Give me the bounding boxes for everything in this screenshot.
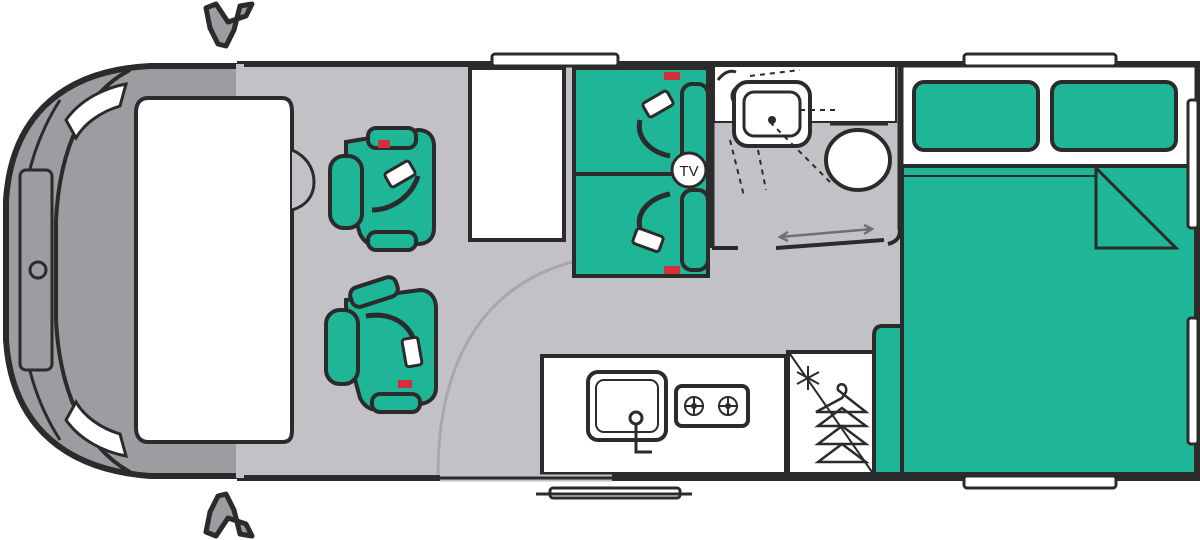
steering-bump [291,148,316,212]
pillow-right [1050,80,1178,152]
sliding-door-track [775,238,885,250]
cab-seat-driver [328,126,436,252]
entry-step [536,486,692,500]
headlight-bottom [64,398,129,458]
door-swing-arc [436,260,573,475]
tv-label: TV [679,163,698,180]
dinette-table [468,66,566,242]
washroom [713,65,897,197]
folded-corner [1094,164,1180,250]
mirror-top [203,1,255,49]
window-rear-bottom [1186,316,1200,446]
kitchen-unit [540,354,788,476]
snowflake-icon [796,366,820,390]
toilet [824,128,892,192]
cab-seat-passenger [324,275,438,414]
clothes-hanger-icon [814,383,870,464]
badge [28,260,48,280]
mattress [900,164,1198,476]
rear-bed [872,64,1198,476]
window-top-dinette [490,52,620,68]
windscreen [134,96,294,444]
window-top-bedroom [962,52,1118,68]
window-rear-top [1186,98,1200,230]
pillow-left [912,80,1040,152]
window-bottom-bedroom [962,474,1118,490]
mirror-bottom [203,491,255,539]
fridge-wardrobe [786,350,876,476]
tv-icon: TV [670,151,708,189]
double-arrow-icon [777,223,875,243]
bed-step [872,324,904,476]
headlight-top [64,82,129,142]
